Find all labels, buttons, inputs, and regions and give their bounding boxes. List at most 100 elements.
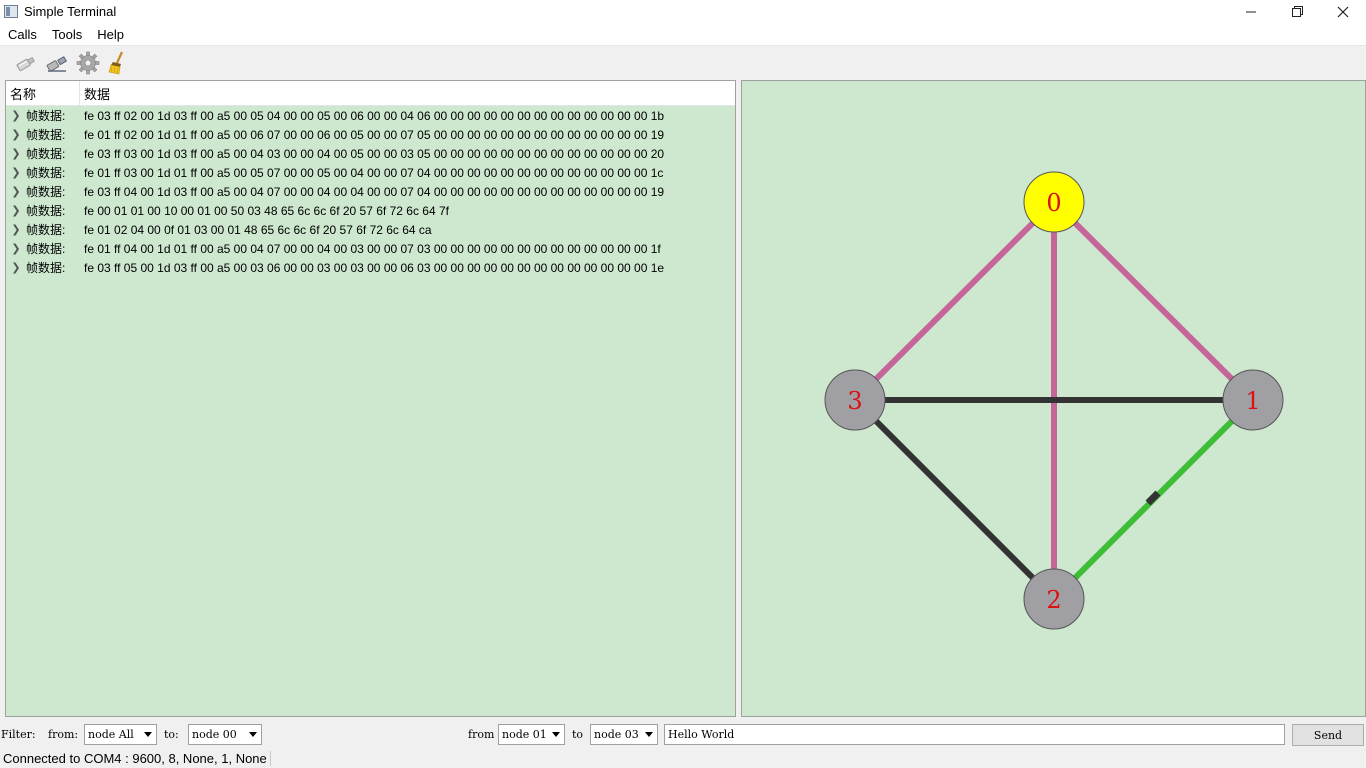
- chevron-right-icon[interactable]: ❯: [11, 243, 21, 255]
- graph-node-label: 0: [1046, 189, 1061, 217]
- graph-node-label: 2: [1046, 586, 1061, 614]
- send-from-label: from: [468, 728, 495, 741]
- row-name: 帧数据:: [26, 261, 66, 275]
- send-to-select[interactable]: node 03: [590, 724, 658, 745]
- tree-row[interactable]: ❯ 帧数据: fe 01 ff 02 00 1d 01 ff 00 a5 00 06…: [6, 125, 735, 144]
- tree-row[interactable]: ❯ 帧数据: fe 03 ff 03 00 1d 03 ff 00 a5 00 04…: [6, 144, 735, 163]
- graph-node: [824, 369, 886, 431]
- send-from-select[interactable]: node 01: [498, 724, 565, 745]
- broom-icon: [108, 51, 123, 74]
- window-controls: [1228, 0, 1366, 23]
- frame-tree-panel[interactable]: 名称 数据 ❯ 帧数据: fe 03 ff 02 00 1d 03 ff 00 a5…: [5, 80, 736, 717]
- disconnect-icon: [46, 55, 67, 72]
- graph-node: [1023, 171, 1085, 233]
- chevron-right-icon[interactable]: ❯: [11, 110, 21, 122]
- chevron-down-icon: [645, 732, 653, 737]
- graph-edge: [852, 199, 1057, 403]
- filter-to-label: to:: [164, 728, 179, 741]
- send-button[interactable]: Send: [1292, 724, 1364, 746]
- message-text: Hello World: [668, 728, 735, 741]
- clear-button[interactable]: [103, 49, 134, 77]
- restore-icon: [1291, 6, 1303, 17]
- filter-from-label: from:: [48, 728, 79, 741]
- minimize-button[interactable]: [1228, 0, 1274, 23]
- filter-from-value: node All: [88, 728, 134, 741]
- chevron-down-icon: [249, 732, 257, 737]
- chevron-down-icon: [144, 732, 152, 737]
- title-bar: Simple Terminal: [0, 0, 1366, 23]
- network-graph: 0 1 2 3: [824, 171, 1284, 630]
- connect-button[interactable]: [10, 49, 41, 77]
- tree-row[interactable]: ❯ 帧数据: fe 00 01 01 00 10 00 01 00 50 03 48…: [6, 201, 735, 220]
- row-data: fe 03 ff 03 00 1d 03 ff 00 a5 00 04 03 0…: [84, 146, 665, 161]
- column-header-name[interactable]: 名称: [6, 81, 80, 105]
- tree-row[interactable]: ❯ 帧数据: fe 01 02 04 00 0f 01 03 00 01 48 65…: [6, 220, 735, 239]
- minimize-icon: [1245, 11, 1256, 13]
- send-from-value: node 01: [502, 728, 547, 741]
- row-data: fe 00 01 01 00 10 00 01 00 50 03 48 65 6…: [84, 203, 449, 218]
- row-name: 帧数据:: [26, 223, 66, 237]
- tree-header: 名称 数据: [6, 81, 735, 106]
- status-bar: Connected to COM4 : 9600, 8, None, 1, No…: [0, 748, 1366, 768]
- menu-help[interactable]: Help: [97, 26, 125, 42]
- filter-from-select[interactable]: node All: [84, 724, 157, 745]
- row-name: 帧数据:: [26, 204, 66, 218]
- control-bar: Filter: from: node All to: node 00 from …: [0, 722, 1366, 747]
- chevron-right-icon[interactable]: ❯: [11, 262, 21, 274]
- message-input[interactable]: Hello World: [664, 724, 1285, 745]
- connect-icon: [16, 56, 35, 71]
- menu-tools[interactable]: Tools: [51, 26, 83, 42]
- chevron-right-icon[interactable]: ❯: [11, 129, 21, 141]
- close-icon: [1337, 6, 1349, 17]
- row-name: 帧数据:: [26, 147, 66, 161]
- chevron-right-icon[interactable]: ❯: [11, 148, 21, 160]
- window-title: Simple Terminal: [24, 4, 117, 19]
- gear-icon: [76, 51, 99, 74]
- chevron-right-icon[interactable]: ❯: [11, 186, 21, 198]
- graph-node: [1222, 369, 1284, 431]
- chevron-down-icon: [552, 732, 560, 737]
- tree-body: ❯ 帧数据: fe 03 ff 02 00 1d 03 ff 00 a5 00 05…: [6, 106, 735, 277]
- filter-label: Filter:: [1, 728, 36, 741]
- message-marker: [1145, 490, 1161, 506]
- menu-calls[interactable]: Calls: [8, 26, 37, 42]
- row-name: 帧数据:: [26, 128, 66, 142]
- row-data: fe 03 ff 04 00 1d 03 ff 00 a5 00 04 07 0…: [84, 184, 665, 199]
- row-data: fe 01 ff 02 00 1d 01 ff 00 a5 00 06 07 0…: [84, 127, 665, 142]
- graph-edge: [852, 397, 1057, 602]
- connection-status: Connected to COM4 : 9600, 8, None, 1, No…: [0, 750, 271, 766]
- tree-row[interactable]: ❯ 帧数据: fe 03 ff 05 00 1d 03 ff 00 a5 00 03…: [6, 258, 735, 277]
- column-header-data[interactable]: 数据: [84, 86, 111, 102]
- tree-row[interactable]: ❯ 帧数据: fe 01 ff 04 00 1d 01 ff 00 a5 00 04…: [6, 239, 735, 258]
- row-name: 帧数据:: [26, 109, 66, 123]
- menu-bar: Calls Tools Help: [0, 23, 1366, 45]
- send-to-value: node 03: [594, 728, 639, 741]
- toolbar: [0, 45, 1366, 79]
- row-name: 帧数据:: [26, 185, 66, 199]
- send-to-label: to: [572, 728, 584, 741]
- restore-button[interactable]: [1274, 0, 1320, 23]
- chevron-right-icon[interactable]: ❯: [11, 205, 21, 217]
- row-data: fe 01 ff 03 00 1d 01 ff 00 a5 00 05 07 0…: [84, 165, 664, 180]
- filter-to-select[interactable]: node 00: [188, 724, 262, 745]
- row-data: fe 03 ff 02 00 1d 03 ff 00 a5 00 05 04 0…: [84, 108, 665, 123]
- row-data: fe 01 ff 04 00 1d 01 ff 00 a5 00 04 07 0…: [84, 241, 661, 256]
- tree-row[interactable]: ❯ 帧数据: fe 01 ff 03 00 1d 01 ff 00 a5 00 05…: [6, 163, 735, 182]
- row-name: 帧数据:: [26, 166, 66, 180]
- app-icon: [4, 5, 18, 18]
- graph-node-label: 3: [847, 387, 862, 415]
- graph-edge: [1051, 199, 1256, 403]
- tree-row[interactable]: ❯ 帧数据: fe 03 ff 02 00 1d 03 ff 00 a5 00 05…: [6, 106, 735, 125]
- row-data: fe 01 02 04 00 0f 01 03 00 01 48 65 6c 6…: [84, 222, 432, 237]
- row-data: fe 03 ff 05 00 1d 03 ff 00 a5 00 03 06 0…: [84, 260, 665, 275]
- disconnect-button[interactable]: [41, 49, 72, 77]
- tree-row[interactable]: ❯ 帧数据: fe 03 ff 04 00 1d 03 ff 00 a5 00 04…: [6, 182, 735, 201]
- graph-node-label: 1: [1245, 387, 1260, 415]
- network-graph-panel: 0 1 2 3: [741, 80, 1366, 717]
- close-button[interactable]: [1320, 0, 1366, 23]
- chevron-right-icon[interactable]: ❯: [11, 224, 21, 236]
- graph-node: [1023, 568, 1085, 630]
- row-name: 帧数据:: [26, 242, 66, 256]
- settings-button[interactable]: [72, 49, 103, 77]
- chevron-right-icon[interactable]: ❯: [11, 167, 21, 179]
